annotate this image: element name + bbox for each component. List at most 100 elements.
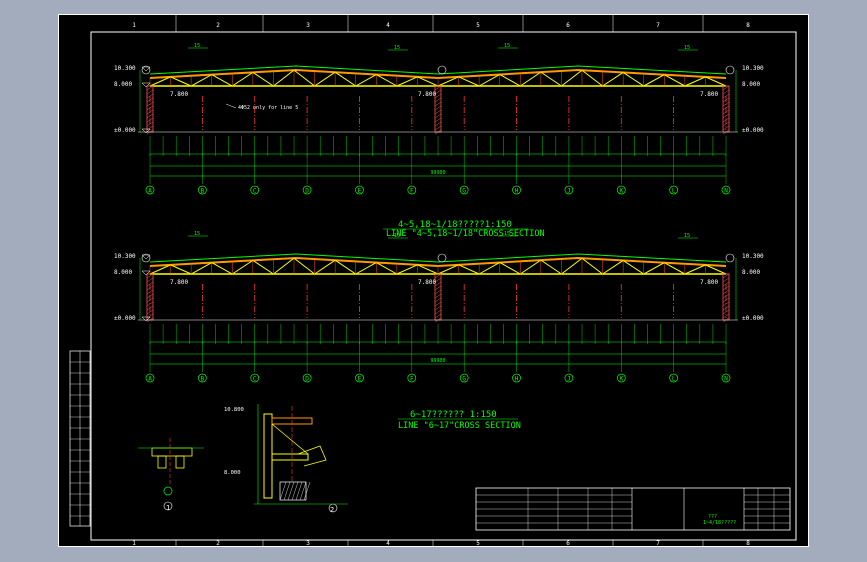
column-hatch bbox=[146, 273, 154, 279]
truss-web bbox=[520, 259, 542, 275]
section1-subtitle: LINE "4~5,18~1/18"CROSS SECTION bbox=[386, 229, 545, 239]
truss-web bbox=[581, 257, 603, 275]
column-hatch bbox=[146, 125, 154, 131]
border-number-top: 1 bbox=[132, 22, 136, 29]
truss-web bbox=[396, 76, 418, 87]
axis-label: F bbox=[410, 187, 414, 194]
column-hatch bbox=[434, 273, 442, 279]
section1-title: 4~5,18~1/18?????1:150 bbox=[398, 220, 512, 230]
column-hatch bbox=[434, 109, 442, 115]
slope-text: 15 bbox=[684, 45, 690, 51]
axis-label: C bbox=[253, 375, 257, 382]
truss-web bbox=[684, 264, 706, 275]
column-hatch bbox=[434, 285, 442, 291]
axis-bubble bbox=[302, 185, 312, 195]
elevation-right: 8.000 bbox=[742, 269, 760, 276]
column-marker bbox=[725, 253, 735, 263]
truss-web bbox=[458, 264, 480, 275]
detail1-bubble bbox=[163, 501, 173, 511]
border-number-top: 2 bbox=[216, 22, 220, 29]
elevation-symbol bbox=[141, 316, 151, 322]
detail1-bolt-right bbox=[175, 455, 185, 469]
axis-bubble bbox=[145, 373, 155, 383]
axis-bubble bbox=[302, 373, 312, 383]
axis-label: H bbox=[515, 187, 519, 194]
column-hatch bbox=[434, 305, 442, 311]
truss-web bbox=[520, 71, 542, 87]
axis-bubble bbox=[459, 185, 469, 195]
column-hatch bbox=[434, 309, 442, 315]
axis-label: A bbox=[148, 375, 152, 382]
truss-web bbox=[170, 264, 192, 275]
column-hatch bbox=[434, 289, 442, 295]
detail2-elev-bottom: 8.000 bbox=[224, 470, 241, 476]
inner-frame bbox=[90, 31, 797, 541]
axis-label: F bbox=[410, 375, 414, 382]
truss-web bbox=[273, 257, 295, 275]
elevation-inner: 7.800 bbox=[170, 279, 188, 286]
truss-web bbox=[664, 74, 686, 87]
detail1-bolt-left bbox=[157, 455, 167, 469]
column-hatch bbox=[722, 89, 730, 95]
column-hatch bbox=[434, 97, 442, 103]
section2-title: 6~17?????? 1:150 bbox=[410, 410, 497, 420]
truss-web bbox=[376, 74, 398, 87]
truss-web bbox=[643, 74, 665, 87]
title-block-drawing-name: 1~4/18????? bbox=[703, 520, 736, 526]
elevation-left: 8.000 bbox=[114, 81, 132, 88]
truss-web bbox=[478, 74, 500, 87]
detail2-elev-top: 10.800 bbox=[224, 407, 244, 413]
axis-bubble bbox=[250, 185, 260, 195]
total-dimension: 99900 bbox=[430, 358, 445, 364]
elevation-left: 10.300 bbox=[114, 65, 136, 72]
column-hatch bbox=[434, 105, 442, 111]
column-hatch bbox=[146, 85, 154, 91]
elevation-left: ±0.000 bbox=[114, 315, 136, 322]
axis-bubble bbox=[407, 185, 417, 195]
border-number-top: 6 bbox=[566, 22, 570, 29]
column-hatch bbox=[434, 101, 442, 107]
truss-web bbox=[622, 72, 644, 87]
column-hatch bbox=[434, 301, 442, 307]
truss-web bbox=[664, 262, 686, 275]
axis-label: J bbox=[567, 187, 571, 194]
detail2-column bbox=[263, 413, 273, 499]
truss-web bbox=[684, 76, 706, 87]
detail1-axis-bubble bbox=[163, 486, 173, 496]
axis-bubble bbox=[721, 185, 731, 195]
truss-web bbox=[190, 74, 212, 87]
axis-label: E bbox=[358, 375, 362, 382]
axis-bubble bbox=[459, 373, 469, 383]
truss-web bbox=[314, 259, 336, 275]
column-hatch bbox=[434, 117, 442, 123]
detail2-lower-chord bbox=[271, 453, 309, 461]
detail2-footing-hatch bbox=[291, 481, 299, 501]
axis-bubble bbox=[198, 373, 207, 383]
detail2-label: 2 bbox=[330, 506, 334, 514]
column-hatch bbox=[434, 293, 442, 299]
border-number-bottom: 1 bbox=[132, 540, 136, 547]
slope-text: 15 bbox=[394, 233, 400, 239]
truss-web bbox=[643, 262, 665, 275]
column-hatch bbox=[434, 89, 442, 95]
elevation-right: ±0.000 bbox=[742, 315, 764, 322]
border-number-bottom: 3 bbox=[306, 540, 310, 547]
title-block-scale-note: ??? bbox=[708, 514, 717, 520]
revision-table bbox=[69, 350, 91, 527]
truss-web bbox=[540, 71, 562, 87]
column-hatch bbox=[146, 89, 154, 95]
slope-text: 15 bbox=[194, 231, 200, 237]
axis-label: E bbox=[358, 187, 362, 194]
axis-label: H bbox=[515, 375, 519, 382]
axis-label: B bbox=[201, 375, 205, 382]
axis-bubble bbox=[355, 185, 364, 195]
detail2-footing-hatch bbox=[303, 481, 311, 501]
truss-web bbox=[273, 69, 295, 87]
column-hatch bbox=[434, 281, 442, 287]
detail2-brace bbox=[271, 423, 309, 455]
column-hatch bbox=[434, 313, 442, 319]
truss-web bbox=[602, 72, 624, 87]
truss-web bbox=[334, 71, 356, 87]
axis-label: G bbox=[462, 375, 466, 382]
column-marker bbox=[437, 65, 447, 75]
